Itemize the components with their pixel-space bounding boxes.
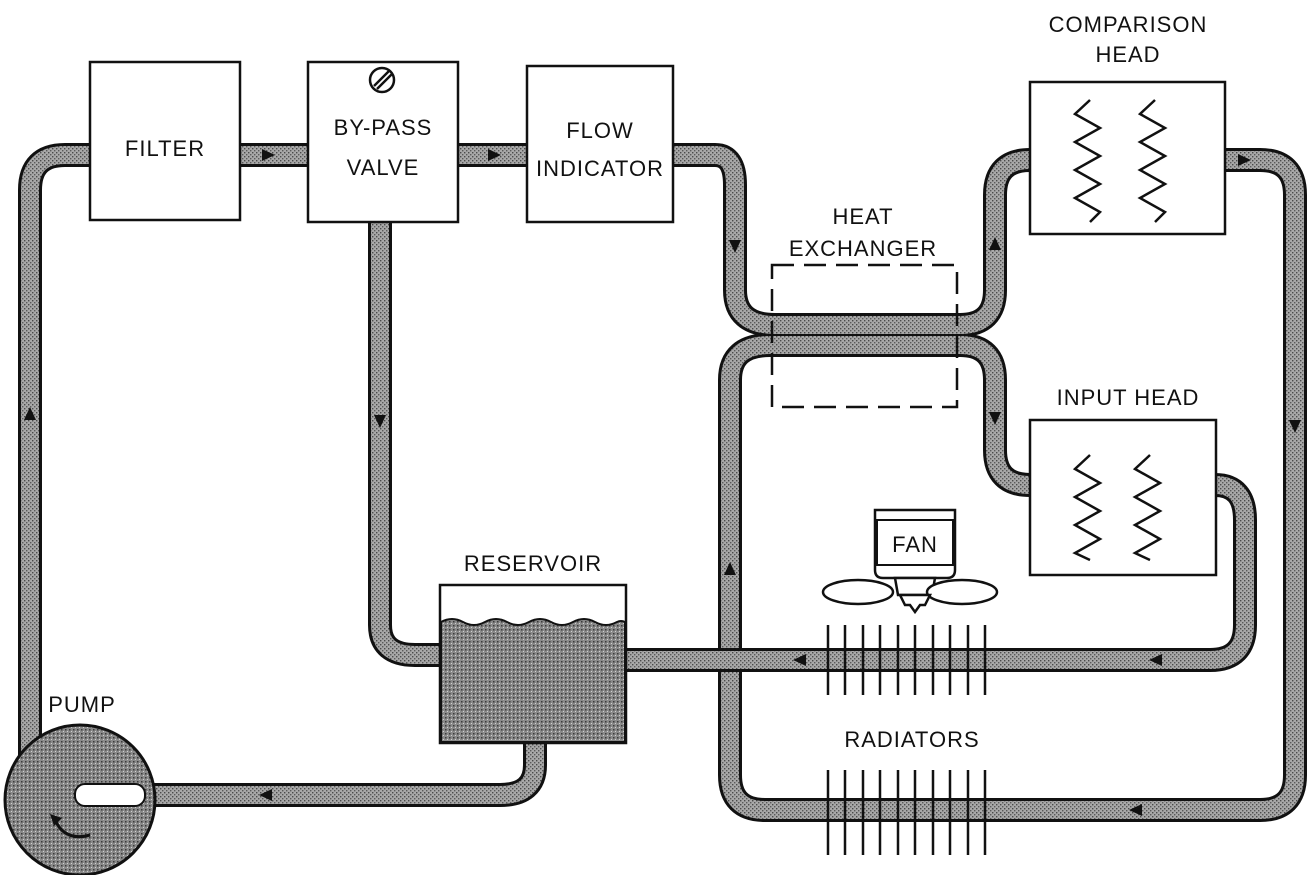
heating-coil-icon (1072, 99, 1103, 223)
flow-arrow-icon (24, 407, 36, 420)
flow-indicator-box: FLOW INDICATOR (525, 64, 675, 224)
radiators-label: RADIATORS (844, 727, 979, 752)
input-head-label: INPUT HEAD (1057, 385, 1200, 410)
comparison-head-box: COMPARISON HEAD (1028, 12, 1227, 236)
flow-label-line1: FLOW (566, 118, 634, 143)
flow-arrow-icon (989, 237, 1001, 250)
flow-arrow-icon (793, 654, 806, 666)
flow-arrow-icon (724, 562, 736, 575)
flow-arrow-icon (1149, 654, 1162, 666)
flow-arrow-icon (374, 415, 386, 428)
reservoir-tank: RESERVOIR (438, 551, 628, 745)
radiator-lower (826, 770, 987, 855)
filter-box: FILTER (88, 60, 242, 222)
rotation-arrow-icon (53, 819, 91, 839)
reservoir-liquid (440, 618, 626, 743)
bypass-label-line2: VALVE (347, 155, 420, 180)
flow-arrow-icon (262, 149, 275, 161)
pipe-bypass (368, 208, 457, 667)
valve-screw-icon (368, 66, 396, 94)
comparison-label-line1: COMPARISON (1049, 12, 1208, 37)
heating-coil-icon (1072, 454, 1103, 562)
flow-arrow-icon (259, 789, 272, 801)
flow-arrow-icon (1238, 154, 1251, 166)
heat-exchanger-outline (770, 263, 959, 409)
heating-coil-icon (1137, 99, 1168, 223)
heating-coil-icon (1132, 454, 1163, 562)
flow-arrow-icon (1289, 420, 1301, 433)
pump: PUMP (3, 692, 157, 875)
pump-label: PUMP (48, 692, 116, 717)
fan-icon: FAN (821, 508, 999, 615)
flow-arrow-icon (989, 412, 1001, 425)
pipe-network (18, 143, 1307, 822)
bypass-label-line1: BY-PASS (334, 115, 433, 140)
flow-label-line2: INDICATOR (536, 156, 664, 181)
comparison-label-line2: HEAD (1095, 42, 1160, 67)
input-head-box: INPUT HEAD (1028, 385, 1218, 577)
bypass-valve-box: BY-PASS VALVE (306, 60, 460, 224)
flow-arrows (24, 149, 1301, 816)
reservoir-label: RESERVOIR (464, 551, 602, 576)
heat-exchanger: HEAT EXCHANGER (770, 204, 959, 409)
flow-arrow-icon (488, 149, 501, 161)
flow-arrow-icon (729, 240, 741, 253)
flow-arrow-icon (1129, 804, 1142, 816)
radiator-upper (826, 625, 987, 695)
heat-label-line2: EXCHANGER (789, 236, 937, 261)
filter-label: FILTER (125, 136, 205, 161)
fan-label: FAN (892, 532, 938, 557)
heat-label-line1: HEAT (832, 204, 893, 229)
